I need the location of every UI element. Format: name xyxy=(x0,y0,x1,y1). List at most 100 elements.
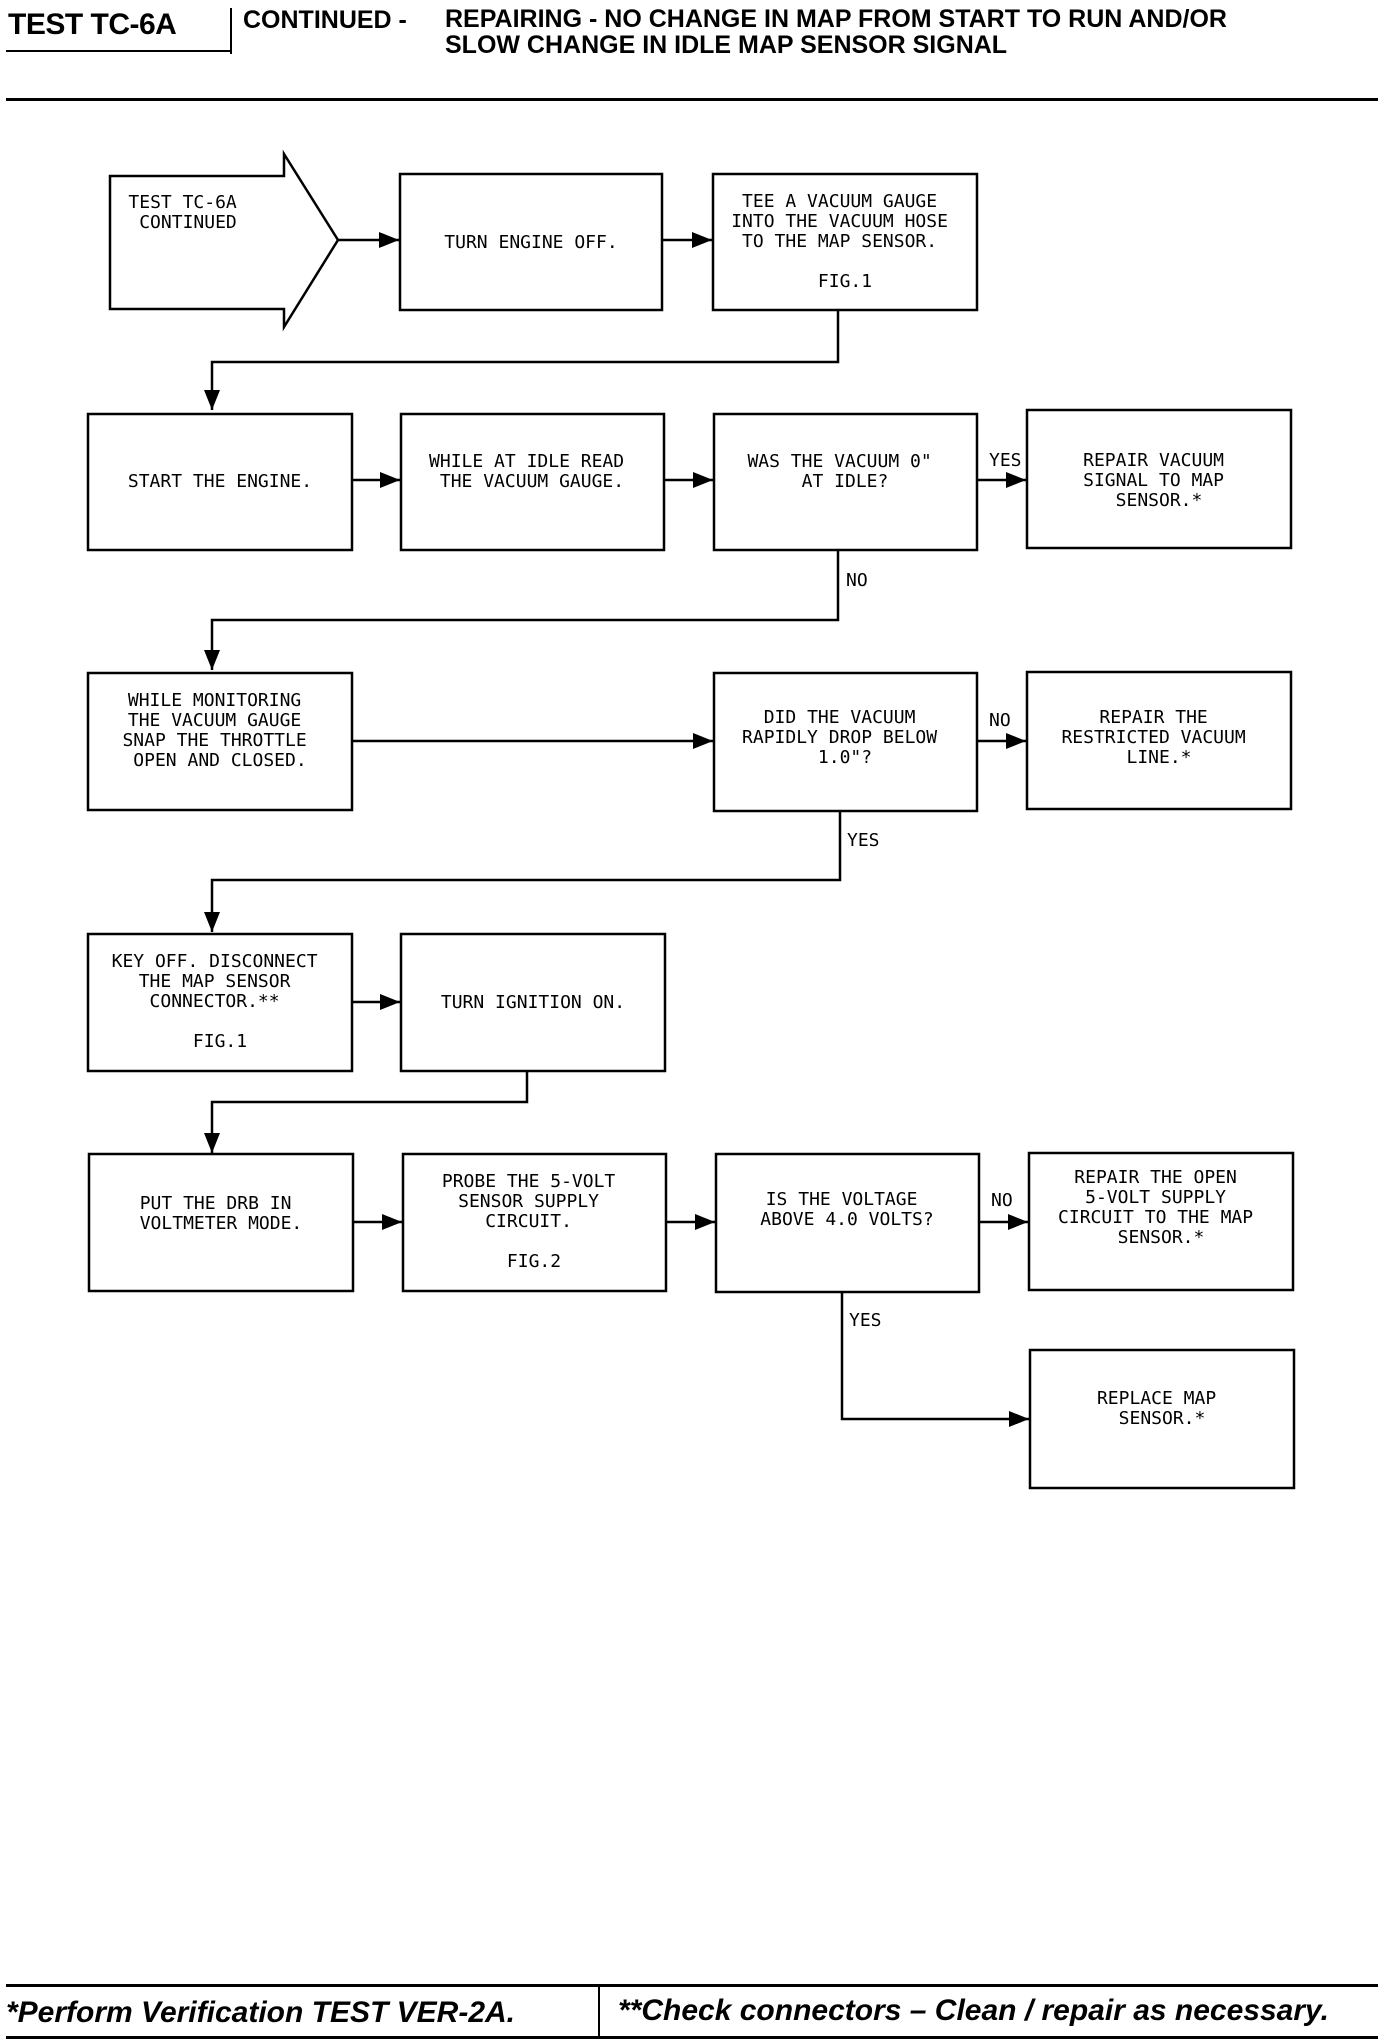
box-start-engine xyxy=(86,412,354,552)
header-rule xyxy=(6,98,1378,101)
text-vacuum-drop: DID THE VACUUM RAPIDLY DROP BELOW 1.0"? xyxy=(742,707,948,768)
probe-line-3: CIRCUIT. xyxy=(485,1211,572,1232)
box-turn-engine-off xyxy=(398,172,664,312)
label-vacuum-drop-yes: YES xyxy=(847,830,880,851)
text-start-arrow: TEST TC-6A CONTINUED xyxy=(128,192,247,233)
read-vacuum-line-2: THE VACUUM GAUGE. xyxy=(440,471,624,492)
probe-line-2: SENSOR SUPPLY xyxy=(458,1191,599,1212)
drop-line-1: DID THE VACUUM xyxy=(764,707,916,728)
snap-line-2: THE VACUUM GAUGE xyxy=(128,710,301,731)
footer-separator xyxy=(598,1986,600,2038)
voltage-line-2: ABOVE 4.0 VOLTS? xyxy=(760,1209,933,1230)
restricted-line-3: LINE.* xyxy=(1126,747,1191,768)
box-vacuum-zero xyxy=(712,412,979,552)
box-voltage-check xyxy=(714,1152,981,1294)
arrow-vacuum-no xyxy=(204,550,840,670)
start-arrow-line-2: CONTINUED xyxy=(139,212,237,233)
text-repair-vacuum-signal: REPAIR VACUUM SIGNAL TO MAP SENSOR.* xyxy=(1083,450,1235,511)
open-circuit-line-4: SENSOR.* xyxy=(1118,1227,1205,1248)
read-vacuum-line-1: WHILE AT IDLE READ xyxy=(429,451,624,472)
arrow-voltage-yes xyxy=(840,1292,1029,1427)
arrow-tee-to-start-engine xyxy=(204,310,840,410)
header-separator xyxy=(230,8,232,54)
open-circuit-line-1: REPAIR THE OPEN xyxy=(1074,1167,1237,1188)
box-disconnect-map xyxy=(86,932,354,1073)
footer-rule-top xyxy=(6,1984,1378,1987)
repair-vacuum-line-1: REPAIR VACUUM xyxy=(1083,450,1224,471)
text-replace-map: REPLACE MAP SENSOR.* xyxy=(1097,1388,1227,1429)
turn-engine-off-line-1: TURN ENGINE OFF. xyxy=(444,232,617,253)
box-read-vacuum xyxy=(399,412,666,552)
label-voltage-no: NO xyxy=(991,1190,1013,1211)
test-id: TEST TC-6A xyxy=(8,8,177,41)
page-title-line-2: SLOW CHANGE IN IDLE MAP SENSOR SIGNAL xyxy=(445,31,1008,59)
text-start-engine: START THE ENGINE. xyxy=(128,471,312,492)
text-turn-engine-off: TURN ENGINE OFF. xyxy=(444,232,617,253)
restricted-line-2: RESTRICTED VACUUM xyxy=(1061,727,1245,748)
text-drb-voltmeter: PUT THE DRB IN VOLTMETER MODE. xyxy=(140,1193,303,1234)
tee-line-1: TEE A VACUUM GAUGE xyxy=(742,191,937,212)
text-repair-open-circuit: REPAIR THE OPEN 5-VOLT SUPPLY CIRCUIT TO… xyxy=(1058,1167,1264,1248)
flowchart: TEST TC-6A CONTINUED TURN ENGINE OFF. TE… xyxy=(86,149,1296,1490)
continued-label: CONTINUED - xyxy=(243,6,407,34)
text-vacuum-zero: WAS THE VACUUM 0" AT IDLE? xyxy=(747,451,942,492)
drop-line-2: RAPIDLY DROP BELOW xyxy=(742,727,937,748)
vacuum-zero-line-2: AT IDLE? xyxy=(802,471,889,492)
snap-line-1: WHILE MONITORING xyxy=(128,690,301,711)
probe-line-1: PROBE THE 5-VOLT xyxy=(442,1171,616,1192)
start-arrow-line-1: TEST TC-6A xyxy=(128,192,237,213)
box-repair-restricted xyxy=(1025,670,1293,811)
text-tee-vacuum-gauge: TEE A VACUUM GAUGE INTO THE VACUUM HOSE … xyxy=(731,191,959,292)
disconnect-fig: FIG.1 xyxy=(193,1031,247,1052)
label-vacuum-drop-no: NO xyxy=(989,710,1011,731)
box-texts: TEST TC-6A CONTINUED TURN ENGINE OFF. TE… xyxy=(112,191,1264,1429)
disconnect-line-3: CONNECTOR.** xyxy=(150,991,280,1012)
box-repair-vacuum-signal xyxy=(1025,408,1293,550)
drb-line-2: VOLTMETER MODE. xyxy=(140,1213,303,1234)
restricted-line-1: REPAIR THE xyxy=(1099,707,1207,728)
text-repair-restricted: REPAIR THE RESTRICTED VACUUM LINE.* xyxy=(1061,707,1256,768)
snap-line-3: SNAP THE THROTTLE xyxy=(122,730,306,751)
text-disconnect-map: KEY OFF. DISCONNECT THE MAP SENSOR CONNE… xyxy=(112,951,329,1052)
footer-verification-note: *Perform Verification TEST VER-2A. xyxy=(6,1996,516,2029)
open-circuit-line-2: 5-VOLT SUPPLY xyxy=(1085,1187,1226,1208)
footer-rule-bottom xyxy=(6,2036,1378,2039)
box-snap-throttle xyxy=(86,671,354,812)
drb-line-1: PUT THE DRB IN xyxy=(140,1193,292,1214)
repair-vacuum-line-2: SIGNAL TO MAP xyxy=(1083,470,1224,491)
box-repair-open-circuit xyxy=(1027,1151,1295,1292)
text-read-vacuum: WHILE AT IDLE READ THE VACUUM GAUGE. xyxy=(429,451,635,492)
text-voltage-check: IS THE VOLTAGE ABOVE 4.0 VOLTS? xyxy=(760,1189,933,1230)
probe-fig: FIG.2 xyxy=(507,1251,561,1272)
replace-line-1: REPLACE MAP xyxy=(1097,1388,1216,1409)
text-probe-5volt: PROBE THE 5-VOLT SENSOR SUPPLY CIRCUIT. … xyxy=(442,1171,626,1272)
voltage-line-1: IS THE VOLTAGE xyxy=(766,1189,918,1210)
box-tee-vacuum-gauge xyxy=(711,172,979,312)
box-ignition-on xyxy=(399,932,667,1073)
text-ignition-on: TURN IGNITION ON. xyxy=(441,992,625,1013)
page-title-line-1: REPAIRING - NO CHANGE IN MAP FROM START … xyxy=(445,5,1227,33)
box-replace-map xyxy=(1028,1348,1296,1490)
box-probe-5volt xyxy=(401,1152,668,1293)
page-title: REPAIRING - NO CHANGE IN MAP FROM START … xyxy=(445,6,1227,58)
test-id-underline xyxy=(6,50,232,52)
box-vacuum-drop xyxy=(712,671,979,813)
box-drb-voltmeter xyxy=(87,1152,355,1293)
boxes xyxy=(86,172,1296,1490)
ignition-line-1: TURN IGNITION ON. xyxy=(441,992,625,1013)
label-voltage-yes: YES xyxy=(849,1310,882,1331)
tee-line-3: TO THE MAP SENSOR. xyxy=(742,231,937,252)
arrow-ignition-to-drb xyxy=(204,1071,529,1153)
start-engine-line-1: START THE ENGINE. xyxy=(128,471,312,492)
tee-line-2: INTO THE VACUUM HOSE xyxy=(731,211,948,232)
footer-connector-note: **Check connectors – Clean / repair as n… xyxy=(618,1994,1329,2027)
repair-vacuum-line-3: SENSOR.* xyxy=(1116,490,1203,511)
disconnect-line-1: KEY OFF. DISCONNECT xyxy=(112,951,318,972)
start-arrow-shape xyxy=(108,149,340,332)
vacuum-zero-line-1: WAS THE VACUUM 0" xyxy=(747,451,931,472)
arrow-drop-yes xyxy=(204,811,842,932)
connectors xyxy=(204,232,1029,1427)
snap-line-4: OPEN AND CLOSED. xyxy=(133,750,306,771)
open-circuit-line-3: CIRCUIT TO THE MAP xyxy=(1058,1207,1253,1228)
text-snap-throttle: WHILE MONITORING THE VACUUM GAUGE SNAP T… xyxy=(122,690,317,771)
